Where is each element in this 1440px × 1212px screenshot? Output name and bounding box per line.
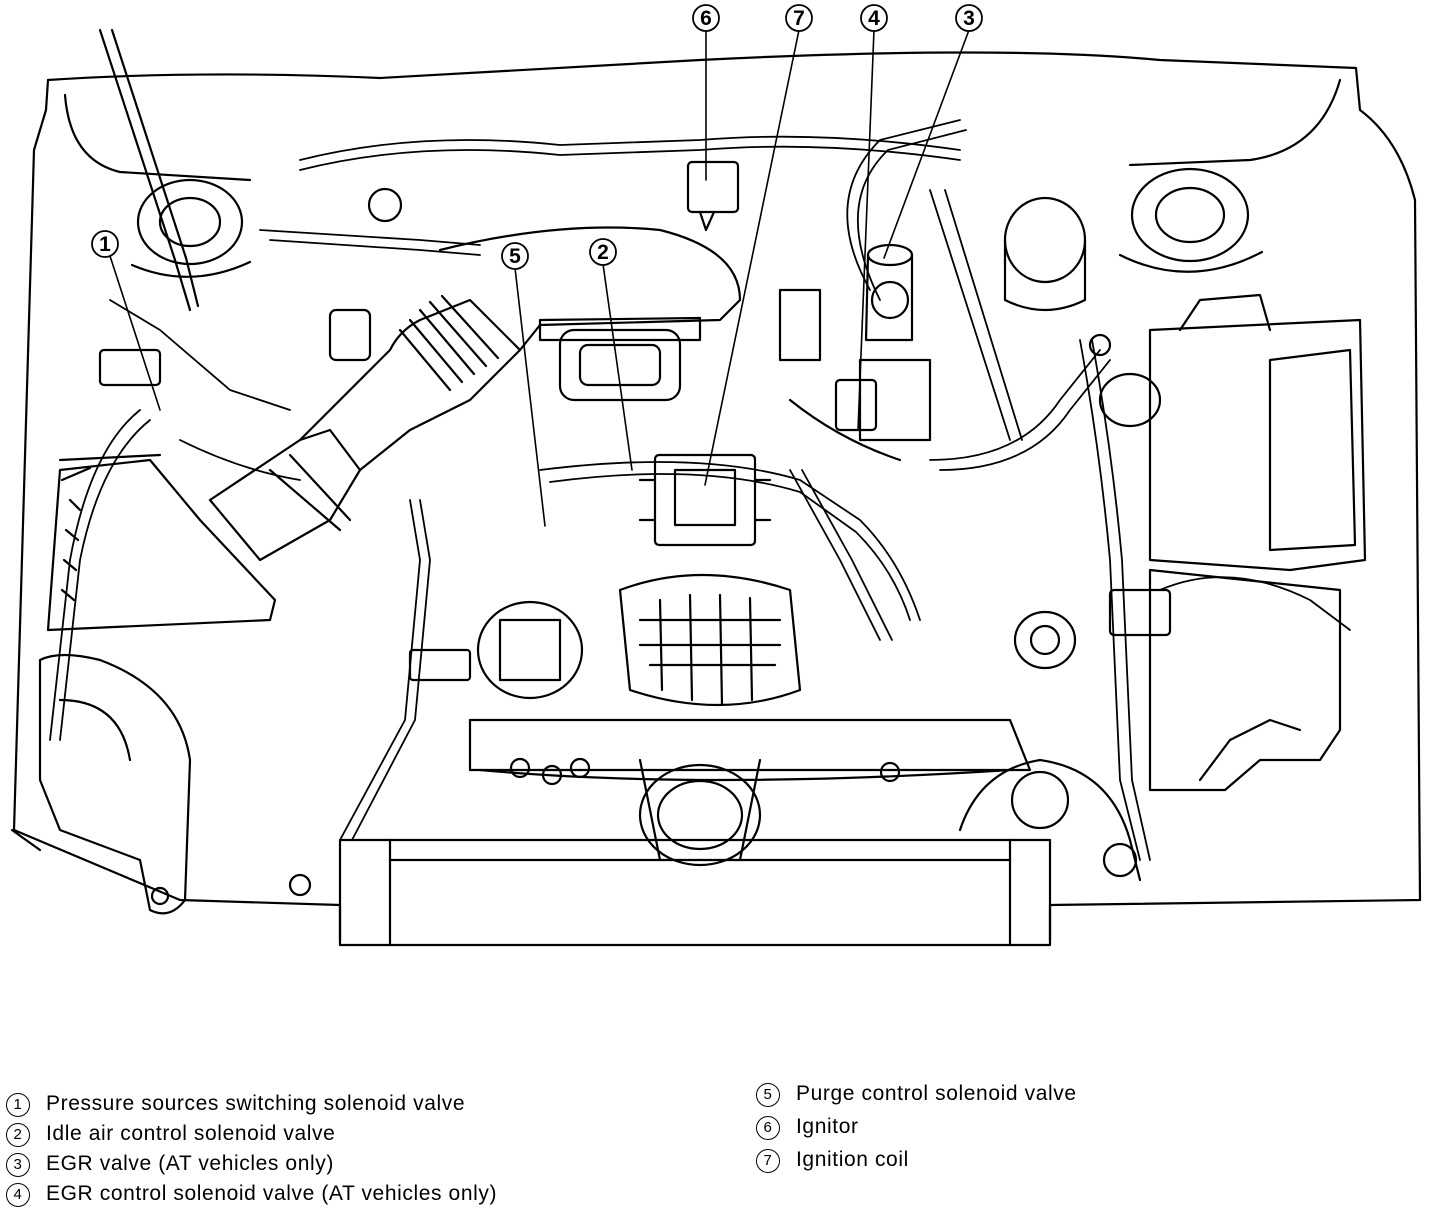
alternator [618,573,802,707]
connectors [98,187,1172,897]
reservoir [1003,196,1162,428]
left-cam-pulley [476,600,584,700]
legend-text-3: EGR valve (AT vehicles only) [46,1152,334,1175]
callout-3: 3 [883,4,983,259]
callout-3-label: 3 [963,7,975,30]
right-strut-tower [1118,167,1264,273]
body-outline [10,51,1422,942]
callout-1-label: 1 [99,233,111,256]
callout-6: 6 [692,4,720,181]
legend-number-3: 3 [6,1153,30,1177]
callout-2: 2 [589,238,633,471]
legend-text-2: Idle air control solenoid valve [46,1122,336,1145]
egr-valve [858,243,932,442]
intake-duct [208,226,742,562]
radiator [338,838,1052,947]
front-crossmember [468,718,1032,786]
ignitor [686,160,740,232]
callout-4-label: 4 [868,7,880,30]
battery-tray [1148,568,1342,792]
legend-number-2: 2 [6,1123,30,1147]
ignition-coil [638,453,772,547]
legend-number-7: 7 [756,1149,780,1173]
battery [1148,293,1367,572]
callouts: 1 2 3 4 5 6 7 [91,4,983,527]
callout-2-label: 2 [597,241,609,264]
engine-compartment-drawing: 1 2 3 4 5 6 7 [10,4,1422,947]
lower-hose-right [958,758,1142,882]
crank-pulley [638,758,762,867]
air-cleaner-box [46,453,277,632]
left-lower-bracket [38,653,192,915]
legend-text-7: Ignition coil [796,1148,909,1171]
egr-solenoid [788,378,902,462]
legend-number-1: 1 [6,1093,30,1117]
legend-number-6: 6 [756,1116,780,1140]
callout-4: 4 [857,4,888,431]
dipstick-tube [98,28,200,312]
legend-text-1: Pressure sources switching solenoid valv… [46,1092,466,1115]
callout-7-label: 7 [793,7,805,30]
hoses-and-harness [49,119,1351,861]
callout-6-label: 6 [700,7,712,30]
legend-number-4: 4 [6,1183,30,1207]
legend-text-6: Ignitor [796,1115,859,1138]
callout-5: 5 [501,242,546,527]
legend-text-5: Purge control solenoid valve [796,1082,1077,1105]
callout-7: 7 [704,4,813,486]
callout-1: 1 [91,230,161,411]
right-cam-pulley [1013,610,1077,670]
legend-number-5: 5 [756,1083,780,1107]
callout-5-label: 5 [509,245,521,268]
left-strut-tower [130,178,252,278]
legend-text-4: EGR control solenoid valve (AT vehicles … [46,1182,498,1205]
